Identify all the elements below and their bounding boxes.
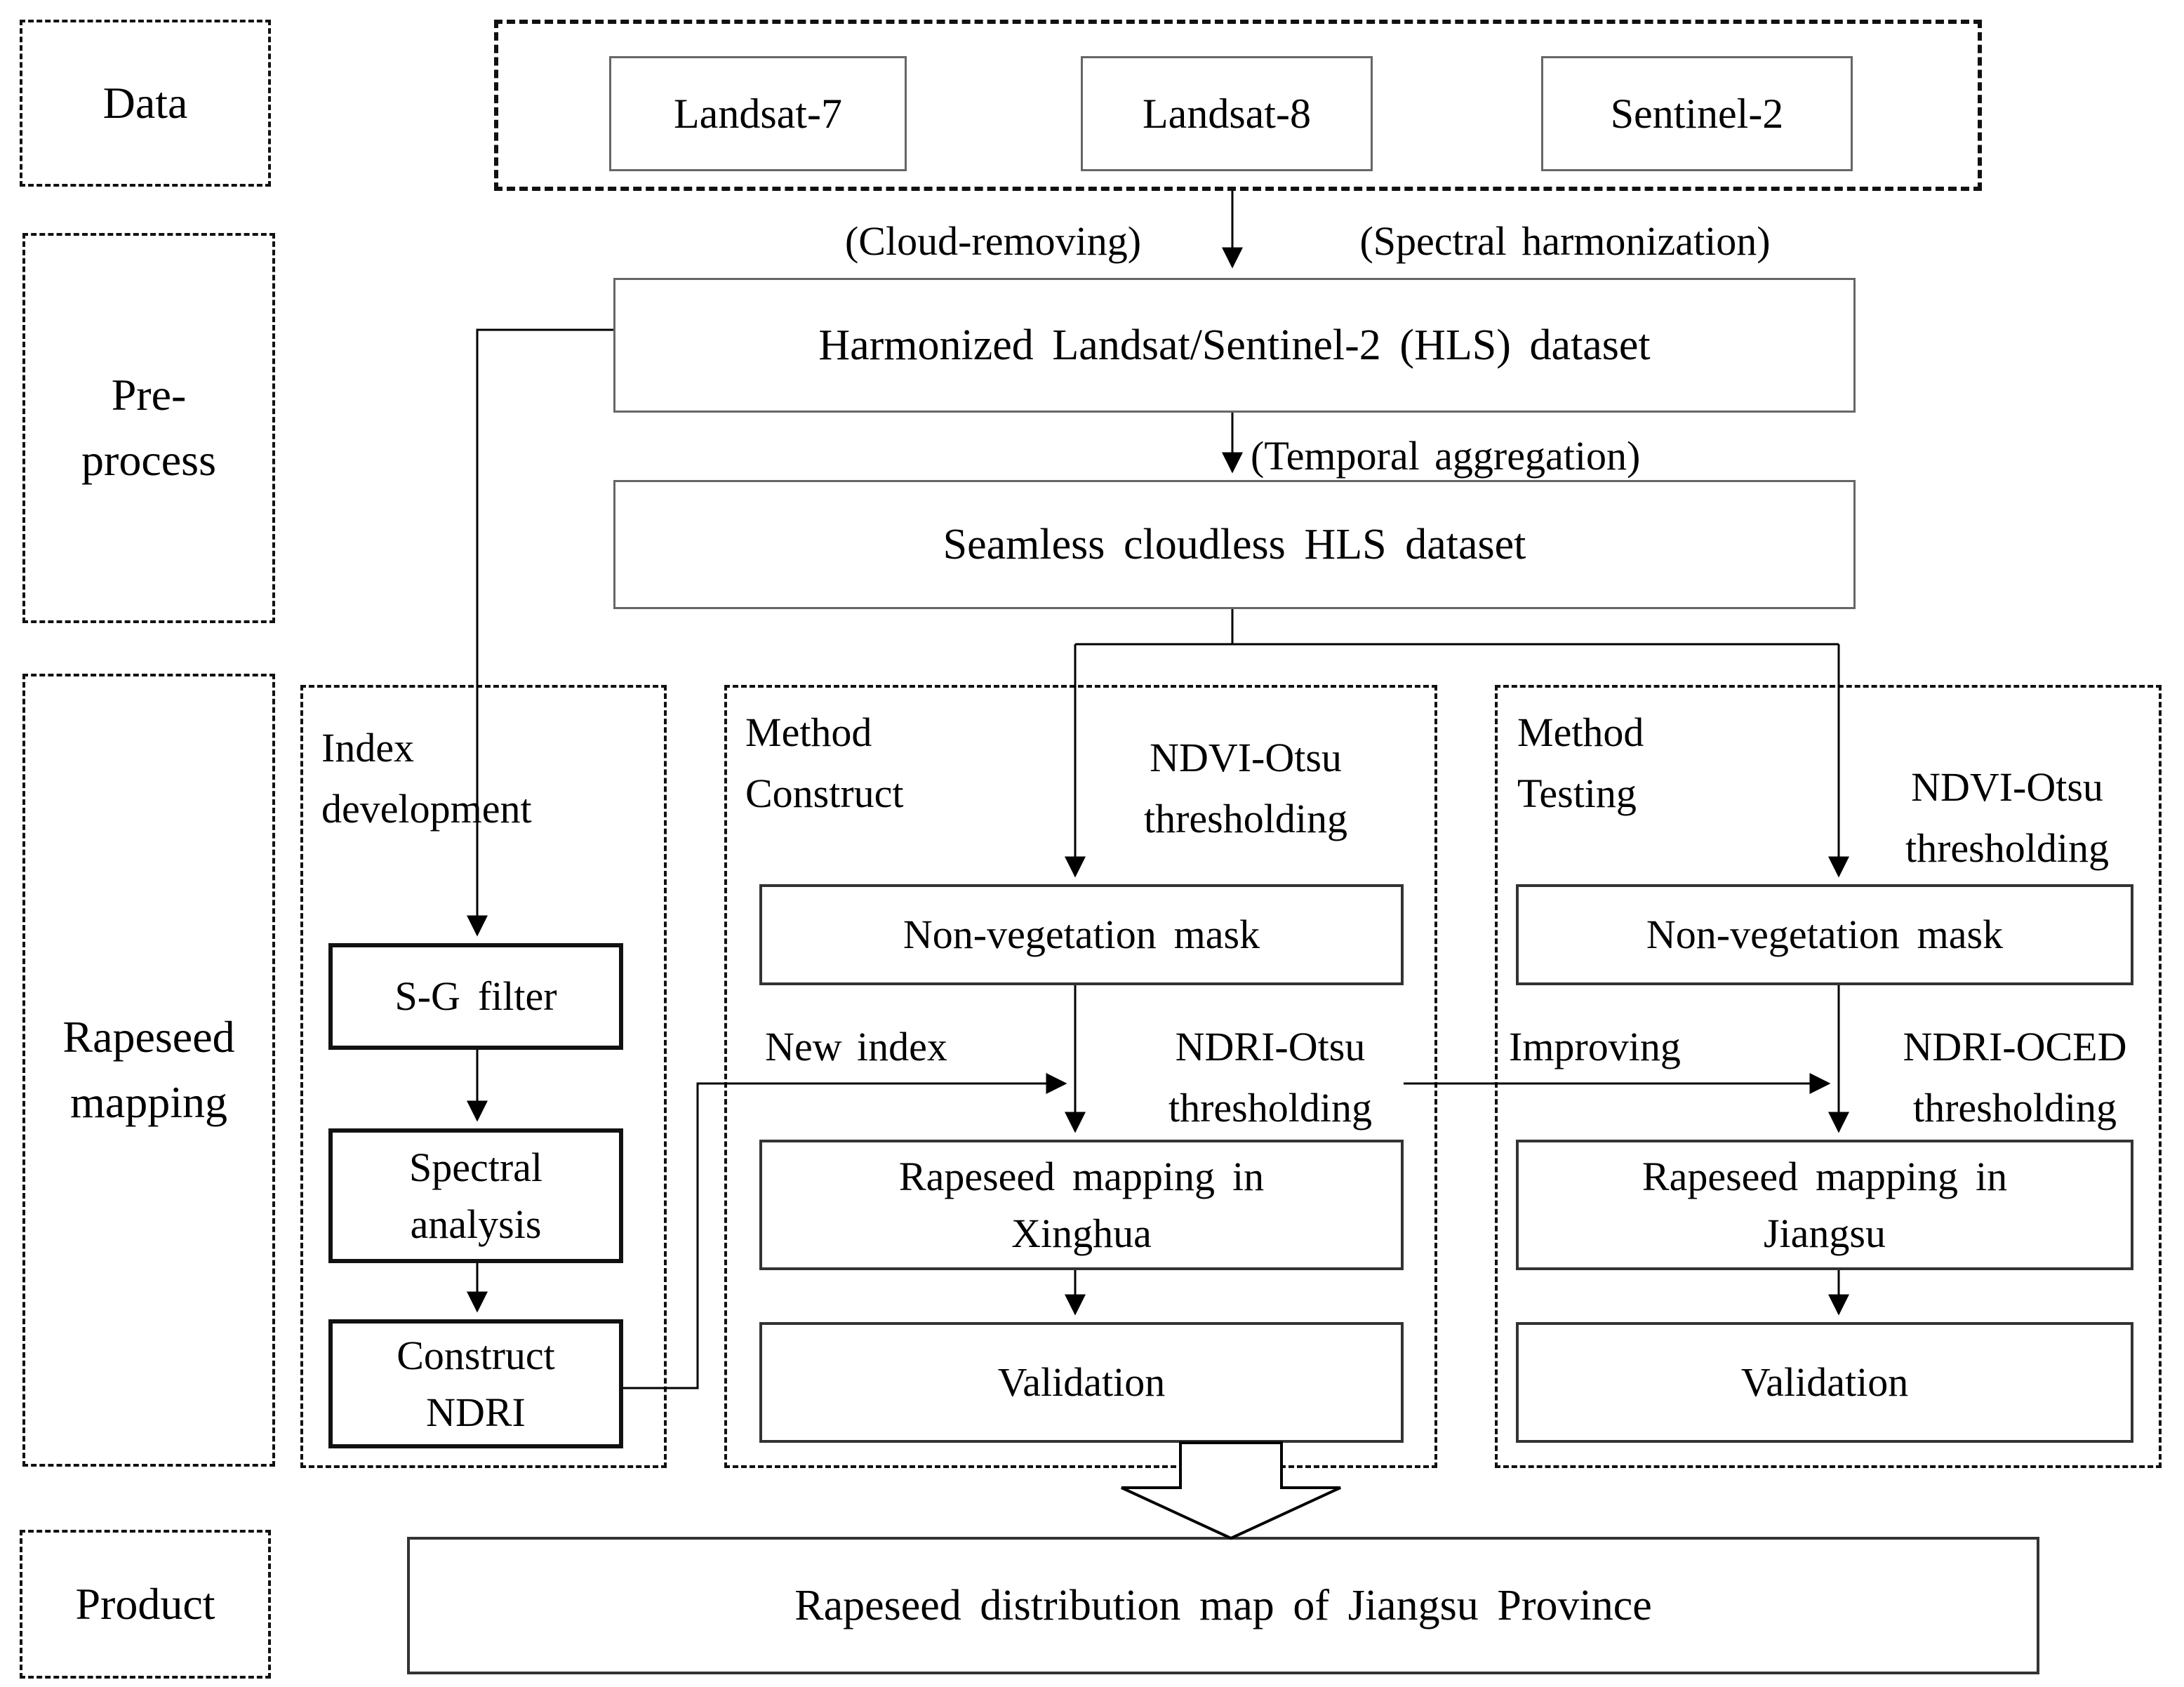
method-construct-section bbox=[724, 685, 1437, 1468]
category-preprocess: Pre- process bbox=[22, 233, 275, 623]
new-index-label: New index bbox=[765, 1024, 947, 1069]
landsat8-box: Landsat-8 bbox=[1081, 56, 1373, 171]
cloud-removing-label: (Cloud-removing) bbox=[844, 218, 1142, 264]
category-product: Product bbox=[20, 1530, 271, 1679]
spectral-harmonization-label: (Spectral harmonization) bbox=[1359, 218, 1771, 264]
landsat7-box: Landsat-7 bbox=[609, 56, 907, 171]
ndri-otsu-label: NDRI-Otsu thresholding bbox=[1168, 1024, 1372, 1131]
product-map-box: Rapeseed distribution map of Jiangsu Pro… bbox=[407, 1537, 2039, 1674]
testing-non-vegetation-mask-box: Non-vegetation mask bbox=[1516, 884, 2133, 985]
seamless-dataset-box: Seamless cloudless HLS dataset bbox=[613, 480, 1856, 609]
construct-non-vegetation-mask-box: Non-vegetation mask bbox=[759, 884, 1404, 985]
testing-validation-box: Validation bbox=[1516, 1322, 2133, 1443]
method-construct-title: Method Construct bbox=[745, 709, 904, 816]
testing-ndvi-otsu-label: NDVI-Otsu thresholding bbox=[1905, 764, 2109, 871]
rapeseed-mapping-jiangsu-box: Rapeseed mapping in Jiangsu bbox=[1516, 1140, 2133, 1270]
construct-ndvi-otsu-label: NDVI-Otsu thresholding bbox=[1144, 735, 1347, 841]
method-testing-title: Method Testing bbox=[1517, 709, 1644, 816]
temporal-aggregation-label: (Temporal aggregation) bbox=[1251, 433, 1641, 479]
sg-filter-box: S-G filter bbox=[328, 943, 623, 1050]
category-data: Data bbox=[20, 20, 271, 187]
spectral-analysis-box: Spectral analysis bbox=[328, 1128, 623, 1263]
construct-validation-box: Validation bbox=[759, 1322, 1404, 1443]
sentinel2-box: Sentinel-2 bbox=[1541, 56, 1853, 171]
improving-label: Improving bbox=[1509, 1024, 1681, 1069]
ndri-oced-label: NDRI-OCED thresholding bbox=[1903, 1024, 2127, 1131]
hls-dataset-box: Harmonized Landsat/Sentinel-2 (HLS) data… bbox=[613, 278, 1856, 413]
method-testing-section bbox=[1495, 685, 2162, 1468]
construct-ndri-box: Construct NDRI bbox=[328, 1319, 623, 1448]
category-rapeseed-mapping: Rapeseed mapping bbox=[22, 674, 275, 1467]
rapeseed-mapping-xinghua-box: Rapeseed mapping in Xinghua bbox=[759, 1140, 1404, 1270]
index-development-title: Index development bbox=[321, 725, 532, 832]
